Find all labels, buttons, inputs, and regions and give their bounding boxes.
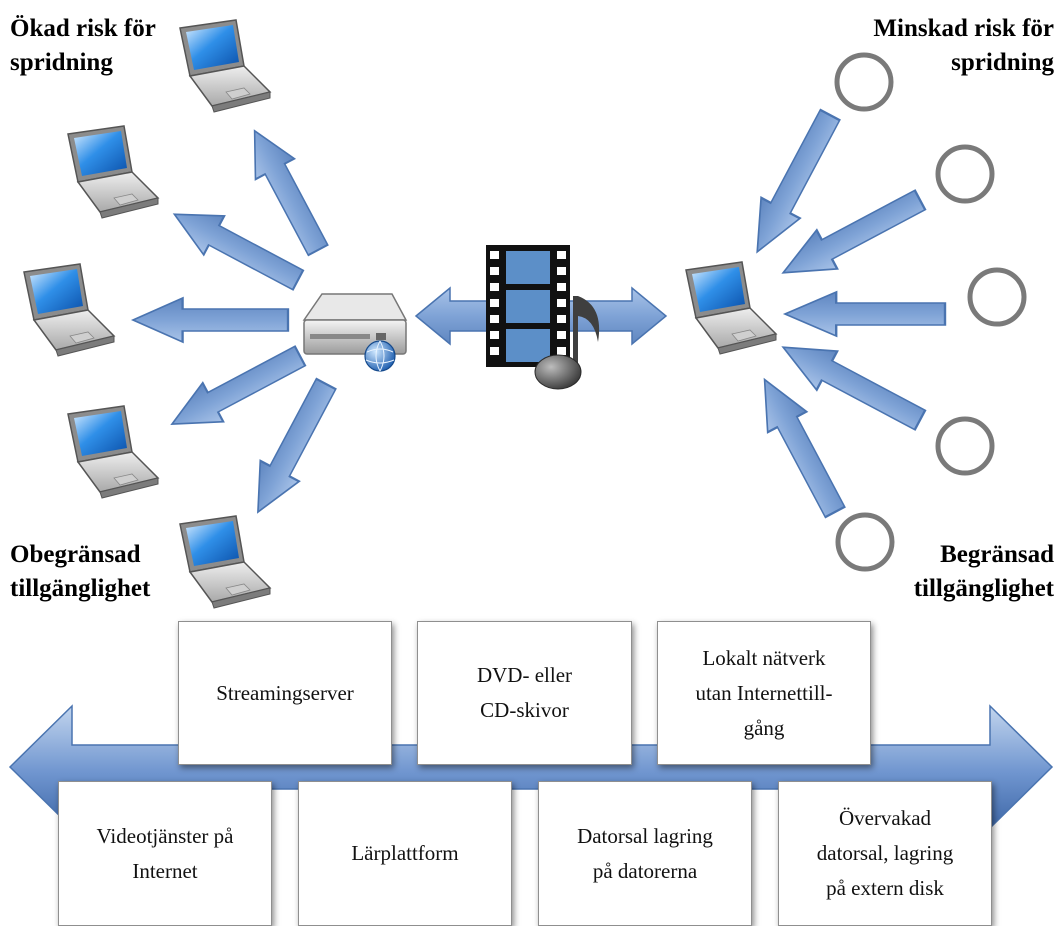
arrow-from-circle-5 bbox=[744, 368, 856, 524]
laptop-icon bbox=[179, 19, 271, 113]
box-learning-platform: Lärplattform bbox=[298, 781, 512, 926]
box-streaming-server: Streamingserver bbox=[178, 621, 392, 765]
laptop-icon bbox=[67, 405, 159, 499]
laptop-icon bbox=[179, 515, 271, 609]
film-music-icon bbox=[486, 245, 600, 390]
arrow-to-laptop-3 bbox=[131, 296, 290, 344]
empty-circle-icon bbox=[935, 416, 995, 476]
laptop-icon bbox=[23, 263, 115, 357]
empty-circle-icon bbox=[935, 144, 995, 204]
empty-circle-icon bbox=[834, 52, 894, 112]
laptop-icon bbox=[67, 125, 159, 219]
arrow-to-laptop-1 bbox=[234, 119, 339, 262]
laptop-icon bbox=[685, 261, 777, 355]
arrow-to-laptop-4 bbox=[160, 335, 312, 445]
arrow-from-circle-3 bbox=[783, 290, 947, 338]
arrow-to-laptop-5 bbox=[237, 372, 347, 524]
empty-circle-icon bbox=[967, 267, 1027, 327]
empty-circle-icon bbox=[835, 512, 895, 572]
server-globe-icon bbox=[302, 293, 408, 372]
